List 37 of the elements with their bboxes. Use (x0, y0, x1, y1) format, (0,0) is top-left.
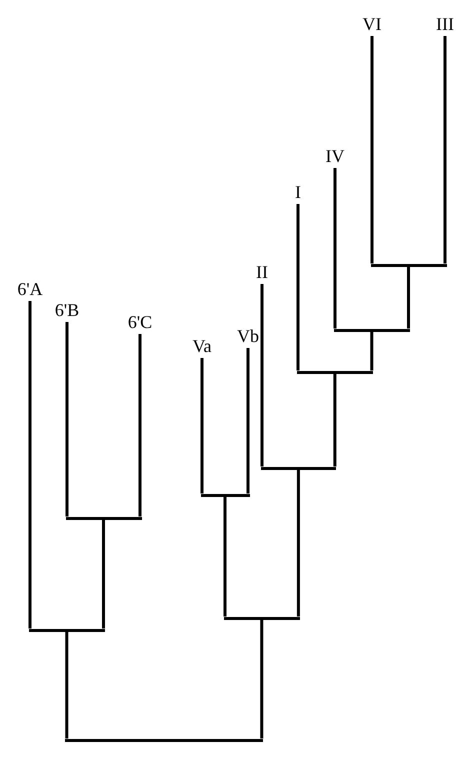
branch-line (370, 36, 374, 264)
branch-bar (224, 616, 300, 620)
branch-bar (370, 264, 446, 266)
leaf-label: Va (192, 336, 212, 356)
leaf-label: IV (326, 146, 344, 166)
branch-line (200, 358, 204, 494)
leaf-label: III (436, 14, 454, 34)
leaf-label: VI (362, 14, 382, 34)
branch-line (296, 204, 300, 370)
leaf-label: 6'B (54, 300, 80, 320)
branch-bar (296, 370, 374, 374)
branch-bar (66, 516, 142, 520)
branch-line (333, 374, 336, 466)
branch-line (138, 334, 142, 516)
branch-line (296, 470, 300, 616)
branch-line (334, 168, 336, 328)
leaf-label: Vb (237, 326, 259, 346)
branch-line (66, 322, 68, 516)
branch-line (407, 266, 410, 328)
branch-line (246, 348, 250, 494)
branch-bar (260, 466, 336, 470)
branch-bar (200, 494, 250, 496)
branch-line (28, 301, 32, 628)
branch-bar (28, 628, 105, 632)
branch-bar (334, 328, 410, 332)
branch-line (444, 36, 446, 264)
branch-line (102, 520, 105, 628)
branch-bar (65, 738, 264, 742)
branch-line (370, 332, 374, 370)
branch-line (260, 620, 264, 738)
branch-line (65, 632, 68, 738)
branch-line (224, 496, 226, 616)
leaf-label: 6'A (17, 279, 43, 299)
branch-line (260, 284, 264, 466)
leaf-label: 6'C (128, 312, 152, 332)
leaf-label: I (295, 182, 301, 202)
leaf-label: II (256, 262, 268, 282)
